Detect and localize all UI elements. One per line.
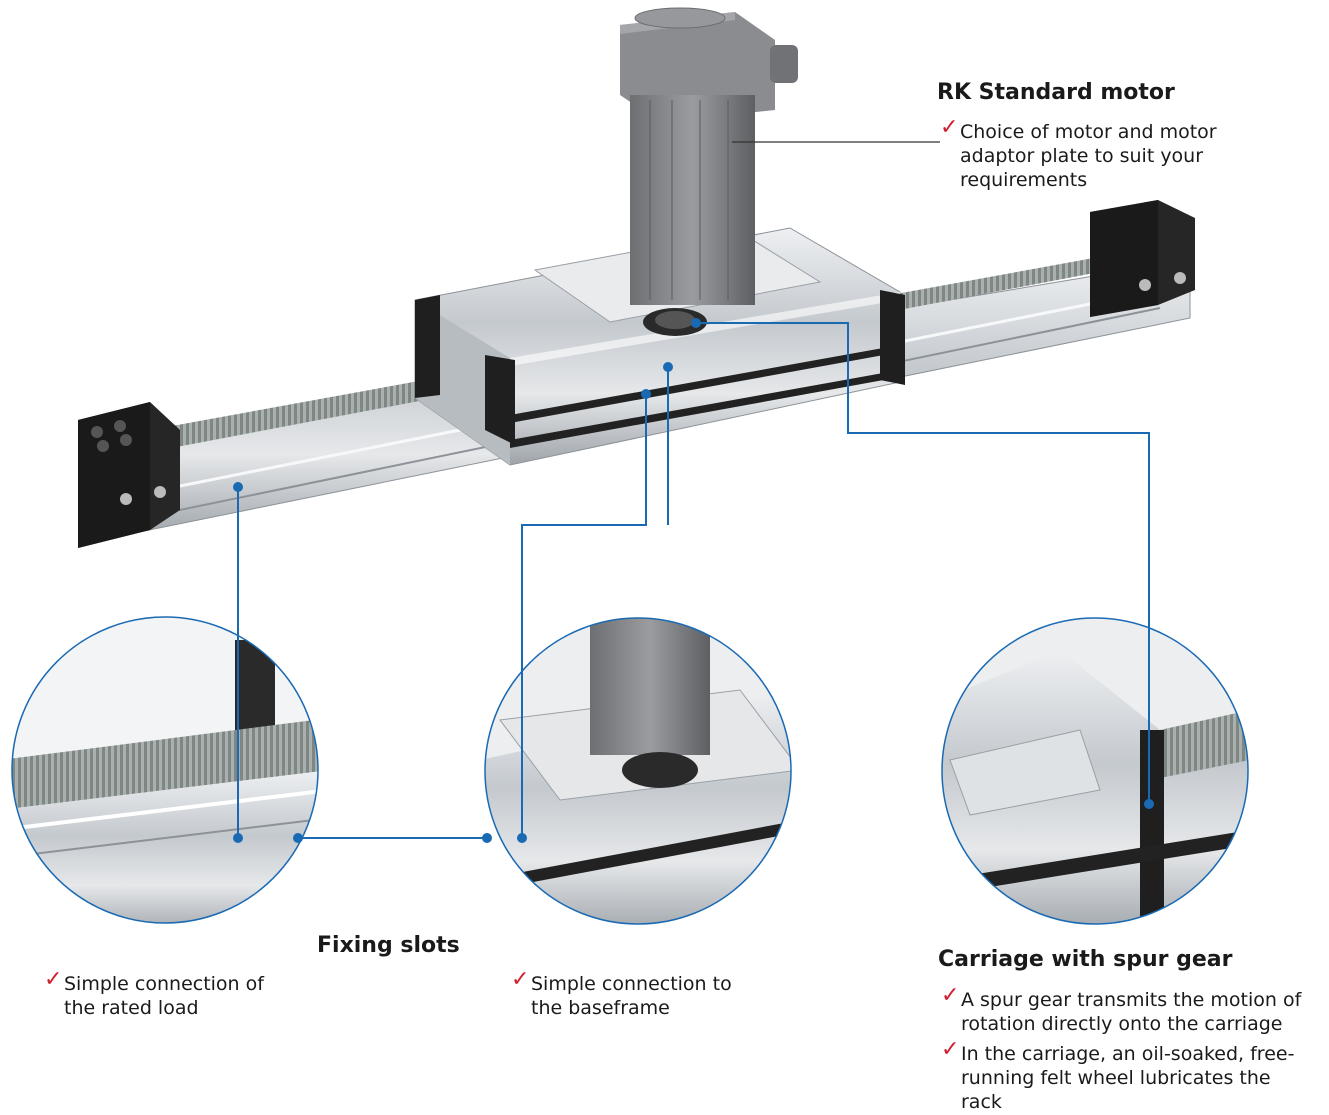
- detail-circle-spur-gear: [941, 617, 1249, 925]
- fixing-bullet-right: ✓ Simple connection to the baseframe: [511, 967, 732, 1020]
- check-icon: ✓: [44, 967, 63, 992]
- check-icon: ✓: [941, 983, 960, 1008]
- detail-circle-rack: [11, 616, 319, 924]
- motor: [620, 7, 798, 305]
- check-icon: ✓: [941, 1037, 960, 1062]
- check-icon: ✓: [511, 967, 530, 992]
- carriage-heading: Carriage with spur gear: [938, 947, 1233, 972]
- end-block-left: [78, 402, 180, 548]
- carriage-bullet-2: ✓ In the carriage, an oil-soaked, free-r…: [941, 1037, 1295, 1114]
- motor-heading: RK Standard motor: [937, 80, 1175, 105]
- detail-circle-carriage-top: [484, 617, 792, 925]
- callout-lines: [237, 322, 1150, 839]
- check-icon: ✓: [940, 115, 959, 140]
- fixing-bullet-left: ✓ Simple connection of the rated load: [44, 967, 264, 1020]
- end-block-right: [1090, 200, 1195, 317]
- carriage-bullet-1: ✓ A spur gear transmits the motion of ro…: [941, 983, 1302, 1036]
- carriage: [414, 227, 905, 466]
- motor-bullet: ✓ Choice of motor and motor adaptor plat…: [940, 115, 1217, 192]
- callout-dots: [233, 318, 1154, 843]
- fixing-slots-heading: Fixing slots: [317, 933, 460, 958]
